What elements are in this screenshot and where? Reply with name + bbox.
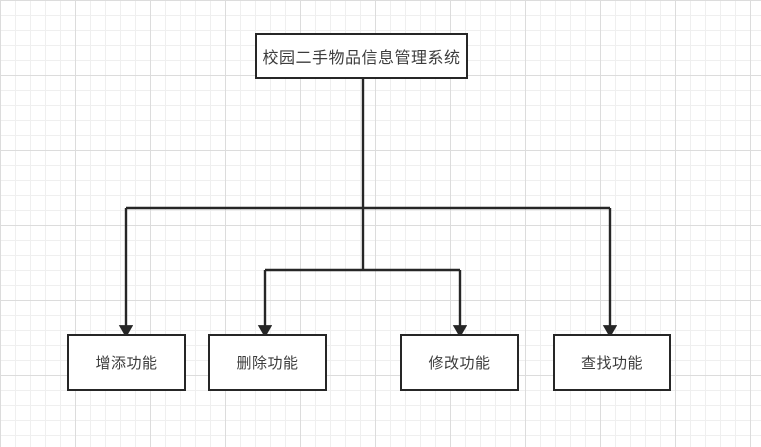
node-root[interactable]: 校园二手物品信息管理系统 — [255, 33, 468, 79]
node-add-function[interactable]: 增添功能 — [67, 334, 186, 391]
node-root-label: 校园二手物品信息管理系统 — [262, 48, 461, 67]
node-search-function[interactable]: 查找功能 — [553, 334, 671, 391]
node-modify-function[interactable]: 修改功能 — [400, 334, 519, 391]
node-add-function-label: 增添功能 — [95, 354, 158, 372]
node-search-function-label: 查找功能 — [580, 354, 643, 372]
node-delete-function[interactable]: 删除功能 — [208, 334, 327, 391]
node-modify-function-label: 修改功能 — [428, 354, 491, 372]
node-delete-function-label: 删除功能 — [236, 354, 299, 372]
